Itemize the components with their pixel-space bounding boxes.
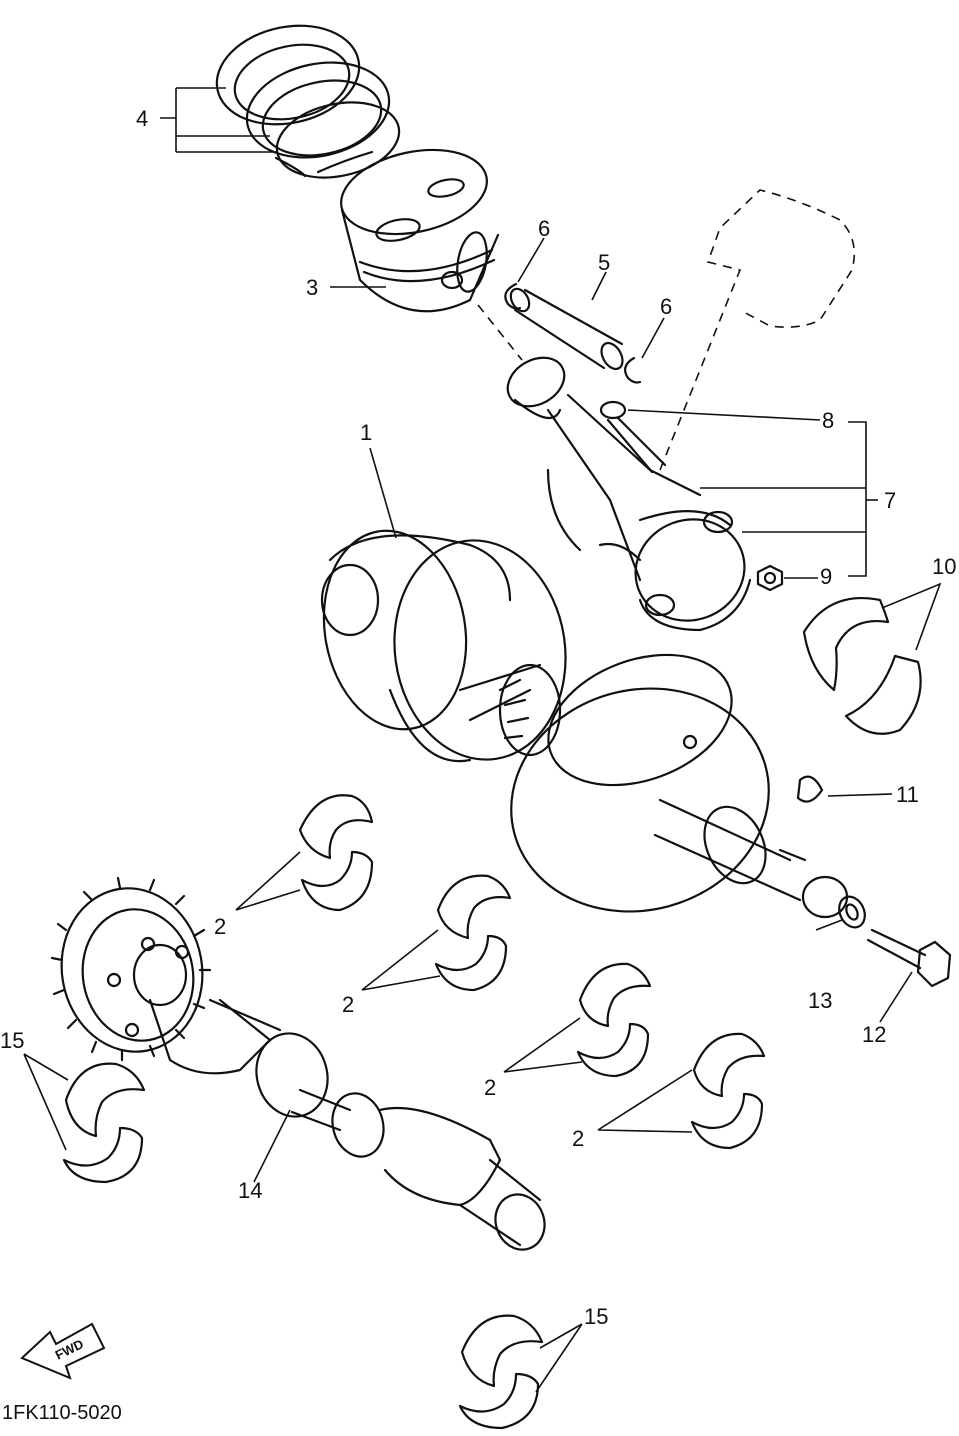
big-end-bearing-lower[interactable] xyxy=(844,654,922,735)
crank-washer[interactable] xyxy=(834,892,869,931)
callout-6: 6 xyxy=(660,294,673,319)
callout-2: 2 xyxy=(342,992,355,1017)
callout-9: 9 xyxy=(820,564,833,589)
callout-2: 2 xyxy=(214,914,227,939)
callout-14: 14 xyxy=(238,1178,263,1203)
main-bearing-set-4[interactable] xyxy=(690,1032,766,1150)
callout-12: 12 xyxy=(862,1022,887,1047)
callout-2: 2 xyxy=(484,1075,497,1100)
callout-6: 6 xyxy=(538,216,551,241)
balancer-bearing-set-left[interactable] xyxy=(62,1062,146,1184)
callout-3: 3 xyxy=(306,275,319,300)
connecting-rod-bolt[interactable] xyxy=(599,400,667,474)
balancer-bearing-set-right[interactable] xyxy=(458,1314,544,1430)
piston[interactable] xyxy=(333,137,500,313)
callout-11: 11 xyxy=(896,782,919,807)
connecting-rod-nut[interactable] xyxy=(756,564,784,592)
callout-2: 2 xyxy=(572,1126,585,1151)
figure-code: 1FK110-5020 xyxy=(2,1402,122,1424)
callout-7: 7 xyxy=(884,488,897,513)
callout-5: 5 xyxy=(598,250,611,275)
crank-bolt[interactable] xyxy=(866,928,952,988)
crankshaft[interactable] xyxy=(309,519,849,940)
main-bearing-set-2[interactable] xyxy=(434,874,512,992)
callout-10: 10 xyxy=(932,554,957,579)
main-bearing-set-1[interactable] xyxy=(298,794,374,912)
arrow-left-icon xyxy=(20,1322,106,1380)
leader-lines xyxy=(23,87,942,1393)
callout-13: 13 xyxy=(808,988,833,1013)
assembly-guide-line xyxy=(477,304,523,361)
main-bearing-set-3[interactable] xyxy=(576,962,652,1078)
callout-8: 8 xyxy=(822,408,835,433)
piston-rings[interactable] xyxy=(208,13,407,188)
phantom-outline xyxy=(659,189,856,471)
piston-pin-clip-right[interactable] xyxy=(623,356,642,384)
callout-1: 1 xyxy=(360,420,373,445)
connecting-rod[interactable] xyxy=(499,348,759,636)
callout-15: 15 xyxy=(584,1304,609,1329)
woodruff-key[interactable] xyxy=(796,775,824,803)
big-end-bearing-upper[interactable] xyxy=(802,596,890,692)
piston-pin-clip-left[interactable] xyxy=(504,282,522,310)
balancer-shaft[interactable] xyxy=(49,876,552,1256)
fwd-direction-badge: FWD xyxy=(20,1322,106,1380)
callout-4: 4 xyxy=(136,106,149,131)
piston-pin[interactable] xyxy=(507,286,627,373)
callout-15: 15 xyxy=(0,1028,25,1053)
